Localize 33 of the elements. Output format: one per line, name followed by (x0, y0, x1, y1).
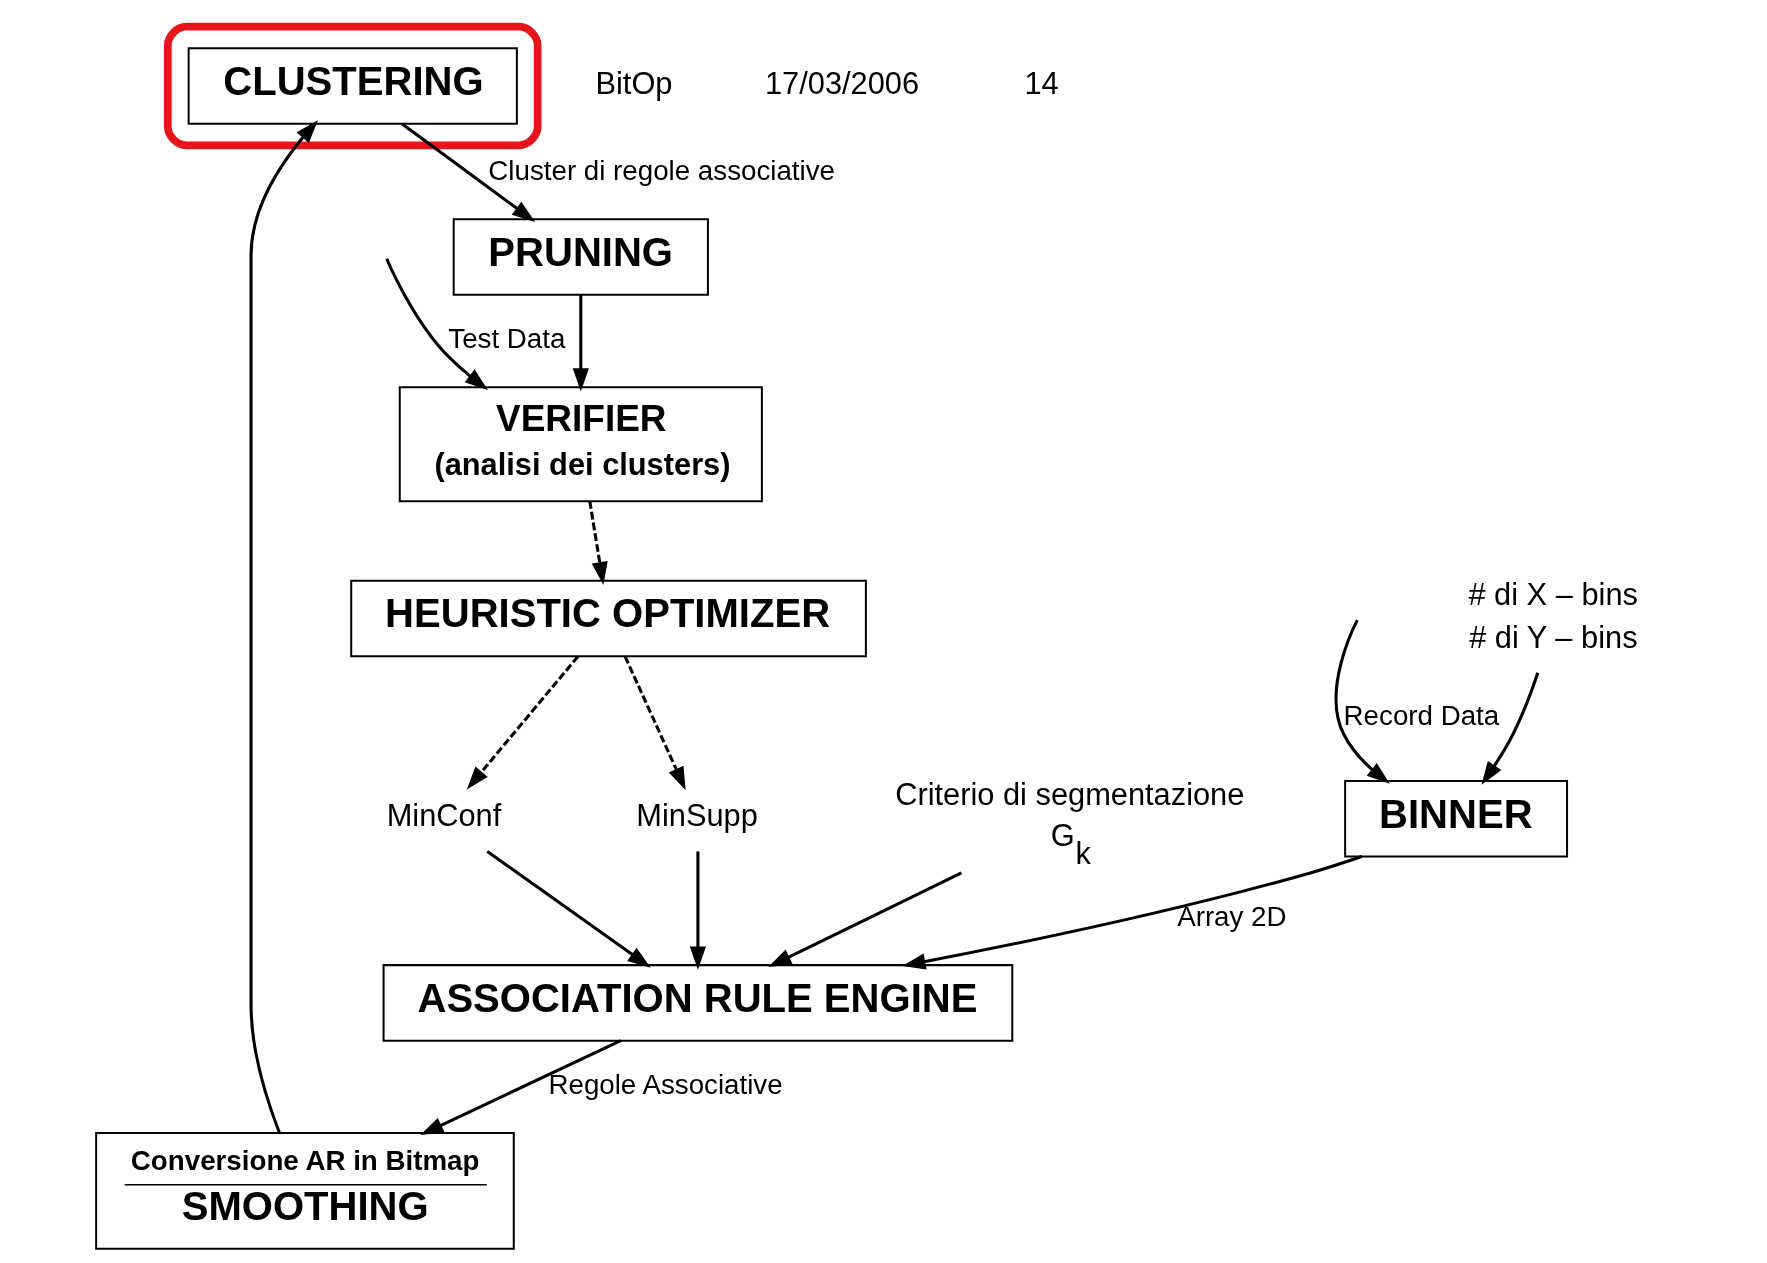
label: 14 (1023, 65, 1059, 101)
label: BitOp (594, 65, 672, 101)
arrow (249, 120, 318, 1134)
arrow (901, 855, 1362, 970)
edge-label: Record Data (1343, 700, 1499, 732)
node-box: HEURISTIC OPTIMIZER (349, 579, 867, 658)
arrow (1480, 672, 1539, 785)
arrow (485, 850, 651, 968)
node-box: VERIFIER (analisi dei clusters) (398, 386, 763, 503)
arrow (466, 655, 579, 790)
node-box: ASSOCIATION RULE ENGINE (382, 964, 1013, 1042)
arrow (384, 258, 488, 390)
label: 17/03/2006 (764, 65, 919, 101)
arrow (767, 871, 962, 967)
arrow (419, 1039, 621, 1136)
edge-label: Test Data (447, 322, 565, 354)
node-box: Conversione AR in Bitmap SMOOTHING (94, 1132, 515, 1250)
edge-label: Cluster di regole associative (487, 154, 835, 186)
edge-label: Array 2D (1176, 900, 1287, 932)
cluster (163, 22, 541, 150)
arrow (623, 655, 686, 791)
node-text: MinConf (386, 798, 501, 834)
arrow (400, 122, 535, 222)
edge-label: Regole Associative (547, 1068, 783, 1100)
arrow (587, 501, 608, 586)
arrow (689, 851, 706, 970)
node-box: CLUSTERING (187, 47, 518, 125)
node-text: MinSupp (635, 798, 758, 834)
arrow (572, 294, 589, 392)
arrow (1334, 619, 1390, 784)
node-text: # di X – bins # di Y – bins (1467, 576, 1638, 655)
node-box: BINNER (1343, 780, 1568, 858)
node-box: PRUNING (452, 218, 709, 296)
